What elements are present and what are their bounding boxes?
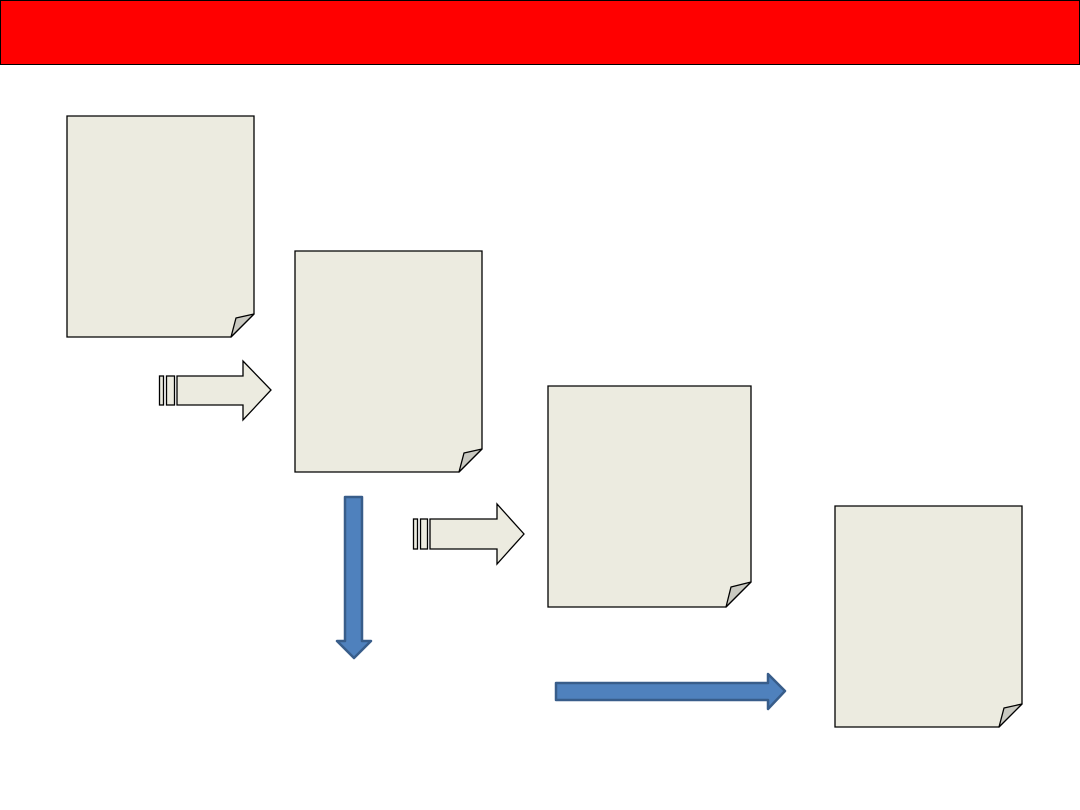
striped-right-arrow-icon-1 <box>158 359 272 422</box>
document-2 <box>294 250 483 473</box>
fold-corner-icon <box>458 448 483 473</box>
document-1 <box>66 115 255 338</box>
document-3 <box>547 385 752 608</box>
blue-right-arrow-icon <box>554 672 787 711</box>
document-4 <box>834 505 1023 728</box>
blue-down-arrow-icon <box>335 495 373 660</box>
header-bar <box>0 0 1080 65</box>
fold-corner-icon <box>230 313 255 338</box>
fold-corner-icon <box>725 581 752 608</box>
fold-corner-icon <box>998 703 1023 728</box>
striped-right-arrow-icon-2 <box>412 502 525 566</box>
